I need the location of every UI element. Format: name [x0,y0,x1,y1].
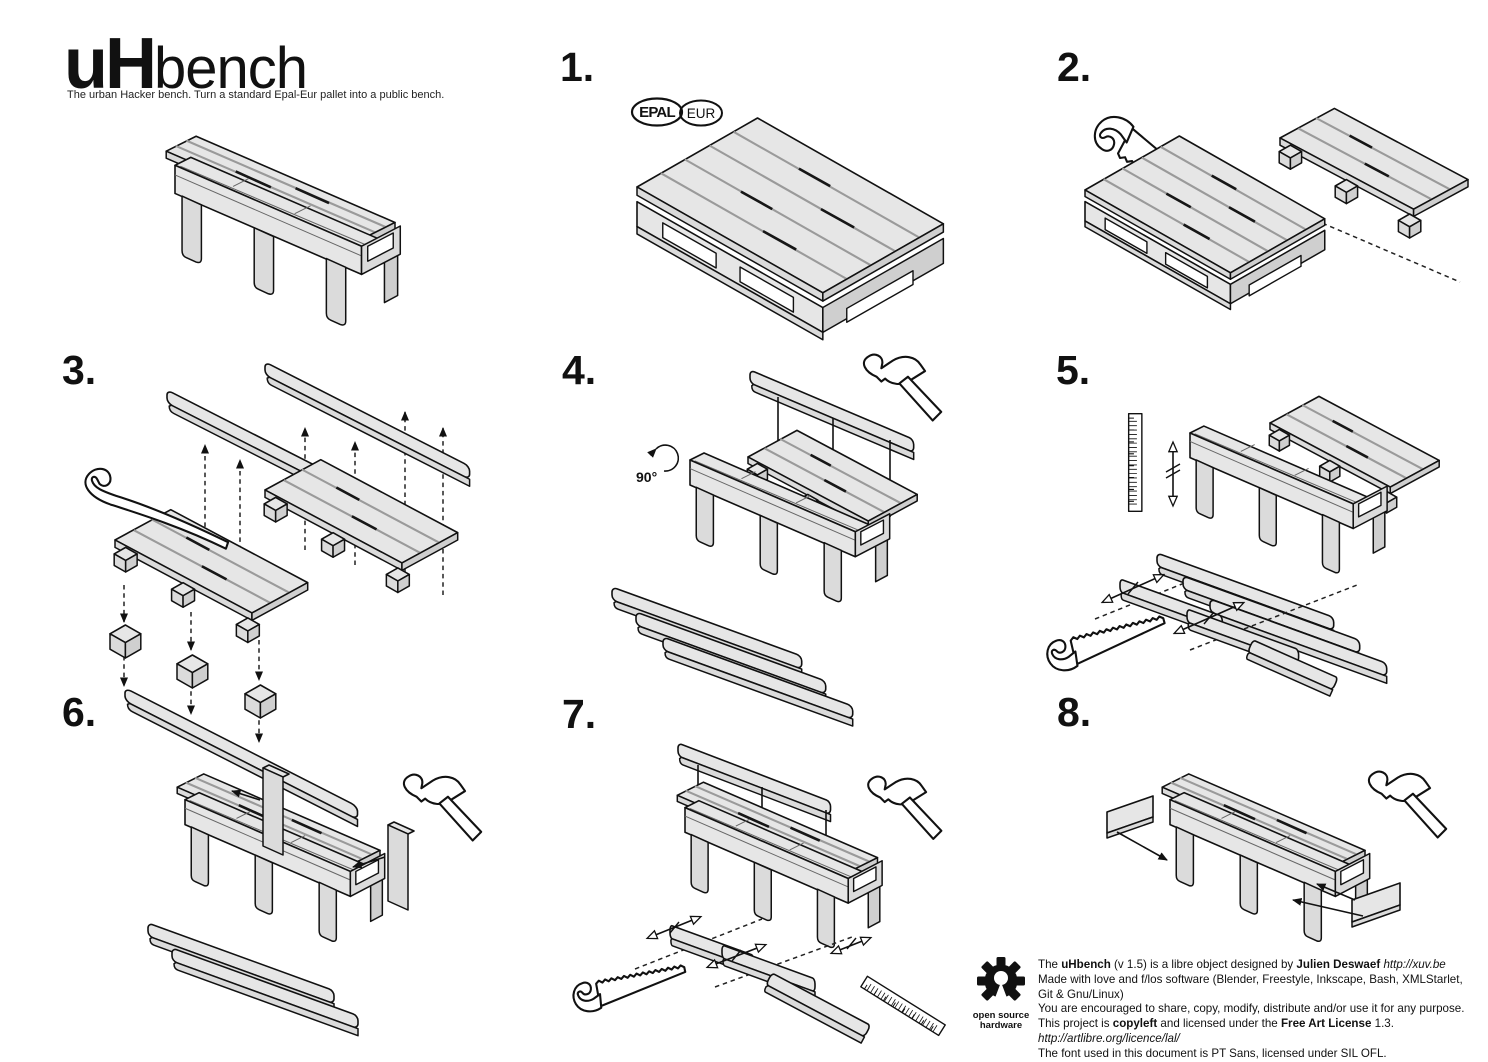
footer-line: Made with love and f/los software (Blend… [1038,972,1463,1001]
pallet-half [264,460,458,593]
step-6-illustration [147,715,483,1037]
svg-text:90°: 90° [636,469,657,485]
ruler-icon [1129,414,1142,512]
open-source-hardware-icon [977,957,1025,1006]
step-5-number: 5. [1056,347,1091,393]
step-2-illustration [1084,90,1475,311]
step-8-number: 8. [1057,689,1092,735]
step-7-number: 7. [562,691,597,737]
rotate-90-indicator: 90° [636,444,680,485]
step-3-number: 3. [62,347,97,393]
step-2-number: 2. [1057,44,1092,90]
attach-arrow [1316,883,1356,901]
hammer-icon [867,775,943,840]
pallet-half [114,510,308,643]
eur-badge: EUR [679,99,723,127]
saw-icon [570,960,691,1016]
step-5-illustration [1043,345,1475,697]
side-plank [388,822,414,910]
pallet-block [109,624,142,659]
pallet [635,116,945,341]
bench [1162,774,1369,941]
svg-text:EPAL: EPAL [639,104,675,121]
step-3-illustration [84,361,471,828]
right-side-board [1352,883,1400,927]
pallet-block [244,684,277,719]
step-7-illustration [570,742,990,1044]
step-4-illustration: 90° [611,353,943,727]
finished-bench [166,136,400,325]
attach-arrow [231,789,261,801]
footer-line: The uHbench (v 1.5) is a libre object de… [1038,958,1446,971]
step-1-number: 1. [560,44,595,90]
pallet-block [176,654,209,689]
attach-arrow [1116,831,1168,861]
tagline: The urban Hacker bench. Turn a standard … [67,89,445,101]
measure-arrows [648,917,870,967]
measure-length [1103,575,1243,633]
footer-line: The font used in this document is PT San… [1038,1046,1387,1060]
logo-bold: uH [64,24,157,104]
svg-text:EUR: EUR [687,106,716,121]
step-6-number: 6. [62,689,97,735]
back-plank [263,765,289,855]
footer-line: This project is copyleft and licensed un… [1038,1017,1394,1045]
left-side-board [1107,796,1153,838]
bench [677,782,882,947]
step-4-number: 4. [562,347,597,393]
offcut-board [761,972,872,1044]
footer-text: The uHbench (v 1.5) is a libre object de… [1038,958,1478,1062]
epal-badge: EPAL [630,97,684,127]
attach-arrow [1292,897,1364,917]
ruler-icon [861,976,945,1035]
hammer-icon [1367,770,1448,839]
measure-height [1165,443,1181,505]
oshw-logo-block: open source hardware [966,956,1036,1032]
footer-line: You are encouraged to share, copy, modif… [1038,1002,1465,1016]
saw-icon [1043,611,1171,676]
hammer-icon [402,773,483,842]
attach-arrow [352,856,386,869]
logo: uHbench [64,28,308,101]
hammer-icon [862,353,943,422]
step-1-illustration: EPAL EUR [630,97,945,341]
oshw-label: open source hardware [972,1010,1030,1032]
logo-light: bench [153,36,308,101]
step-8-illustration [1055,770,1448,970]
hero-bench-illustration [130,118,475,338]
